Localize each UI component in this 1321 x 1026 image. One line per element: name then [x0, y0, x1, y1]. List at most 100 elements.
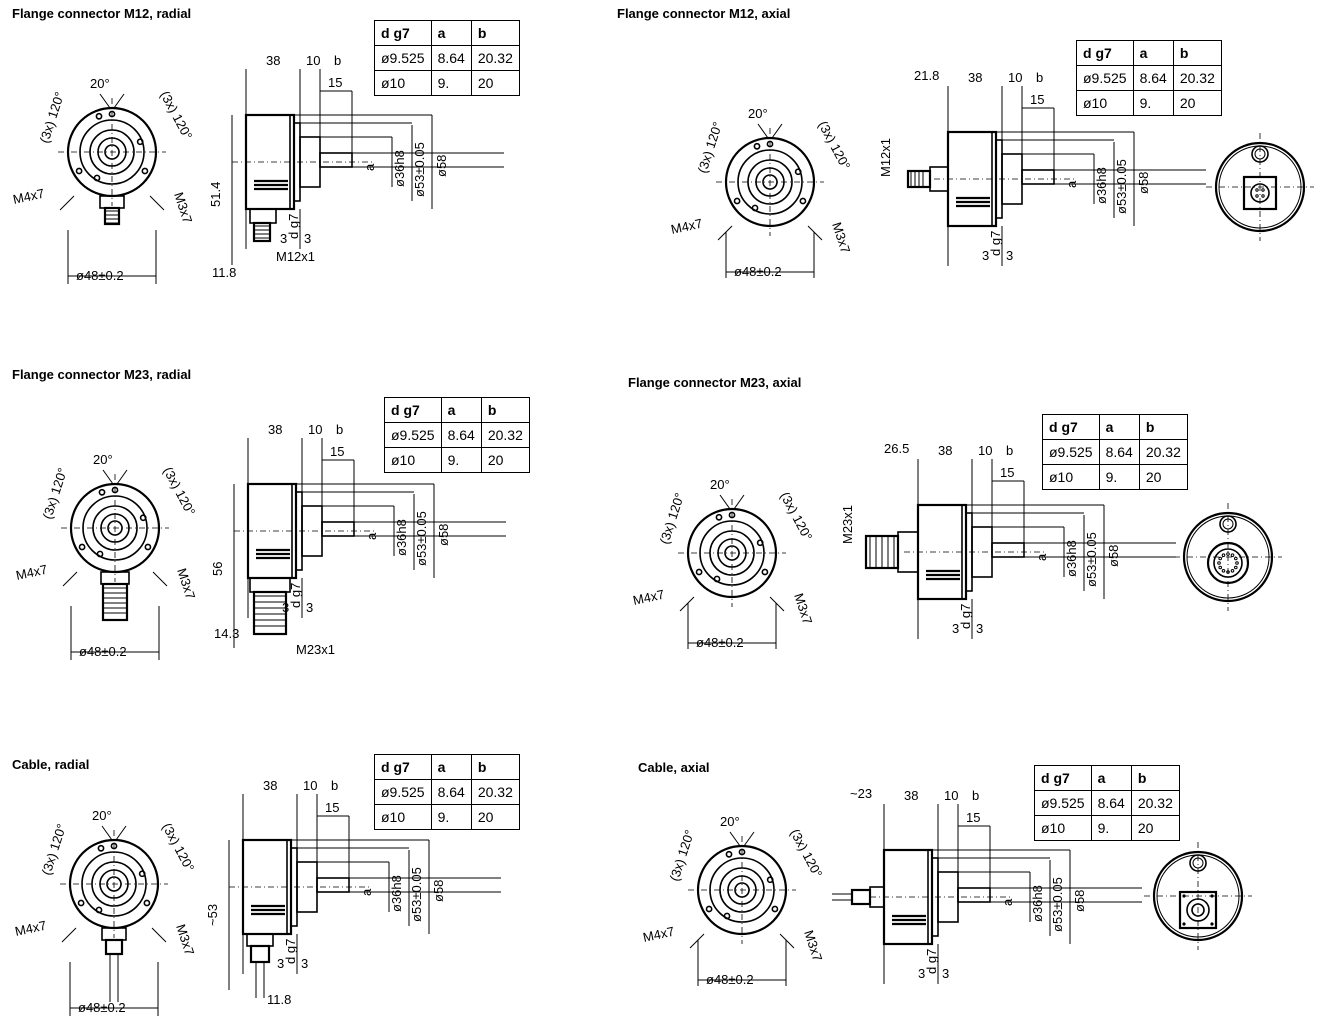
- dim-10: 10: [978, 443, 992, 458]
- bolt-hole: [95, 906, 103, 914]
- dim-s2: 3: [942, 966, 949, 981]
- bolt-hole: [78, 543, 86, 551]
- shaft: [991, 542, 1025, 558]
- dim-38: 38: [904, 788, 918, 803]
- table-cell: 20.32: [480, 422, 530, 448]
- table-header-cell: d g7: [1034, 765, 1092, 791]
- table-cell: 20.32: [1138, 439, 1188, 465]
- panel-title: Cable, axial: [638, 760, 710, 775]
- table-cell: ø9.525: [384, 422, 442, 448]
- table-header-cell: a: [430, 20, 472, 46]
- dim-a: a: [1000, 898, 1015, 906]
- bolt-hole: [144, 543, 152, 551]
- bolt-hole: [766, 140, 774, 148]
- table-header-cell: b: [470, 20, 520, 46]
- dim-dg7: d g7: [286, 214, 301, 239]
- dim-s1: 3: [918, 966, 925, 981]
- right-angle-label: (3x) 120°: [777, 489, 815, 543]
- dim-dg7: d g7: [924, 949, 939, 974]
- angle-label: 20°: [93, 452, 113, 467]
- dim-s2: 3: [1006, 248, 1013, 263]
- dim-height: M12x1: [878, 138, 893, 177]
- dim-dia53: ø53±0.05: [1084, 532, 1099, 587]
- dim-s2: 3: [306, 600, 313, 615]
- bolt-hole: [75, 167, 83, 175]
- table-header-cell: a: [1090, 765, 1132, 791]
- table-cell: ø10: [1076, 90, 1134, 116]
- dim-a: a: [1064, 180, 1079, 188]
- bolt-hole: [143, 899, 151, 907]
- dim-dia53: ø53±0.05: [414, 511, 429, 566]
- dim-dia53: ø53±0.05: [1114, 159, 1129, 214]
- table-cell: ø9.525: [374, 45, 432, 71]
- angle-label: 20°: [720, 814, 740, 829]
- dim-38: 38: [263, 778, 277, 793]
- dim-dia36: ø36h8: [1030, 885, 1045, 922]
- dim-dia36: ø36h8: [394, 519, 409, 556]
- dim-dg7: d g7: [988, 231, 1003, 256]
- panel-title: Flange connector M12, axial: [617, 6, 791, 21]
- right-angle-label: (3x) 120°: [787, 826, 825, 880]
- table-cell: 20.32: [470, 45, 520, 71]
- table-header-cell: b: [480, 397, 530, 423]
- dim-15: 15: [1030, 92, 1044, 107]
- table-cell: ø10: [1034, 815, 1092, 841]
- dim-b: b: [331, 778, 338, 793]
- bolt-hole: [141, 167, 149, 175]
- right-screw-label: M3x7: [791, 591, 815, 626]
- table-header-cell: d g7: [374, 754, 432, 780]
- dim-s1: 3: [982, 248, 989, 263]
- left-angle-label: (3x) 120°: [657, 491, 688, 546]
- angle-label: 20°: [92, 808, 112, 823]
- table-cell: 20: [1138, 464, 1188, 490]
- dim-dia36: ø36h8: [389, 875, 404, 912]
- panel-title: Cable, radial: [12, 757, 90, 772]
- left-angle-label: (3x) 120°: [37, 90, 68, 145]
- dim-s1: 3: [952, 621, 959, 636]
- table-header-cell: a: [1098, 414, 1140, 440]
- dim-38: 38: [266, 53, 280, 68]
- bolt-hole: [728, 511, 736, 519]
- dim-15: 15: [966, 810, 980, 825]
- table-header-cell: d g7: [384, 397, 442, 423]
- dim-s1: 3: [277, 956, 284, 971]
- bolt-hole: [111, 486, 119, 494]
- bolt-hole: [756, 539, 764, 547]
- back-view: [1144, 842, 1252, 950]
- bolt-hole: [753, 142, 761, 150]
- panel-title: Flange connector M12, radial: [12, 6, 192, 21]
- table-cell: 8.64: [430, 779, 472, 805]
- dim-38: 38: [268, 422, 282, 437]
- shaft: [1021, 169, 1055, 185]
- bottom-dia-label: ø48±0.2: [79, 644, 127, 659]
- conn-m23: [252, 590, 288, 636]
- dim-bottom: 11.8: [267, 992, 291, 1007]
- dim-10: 10: [308, 422, 322, 437]
- bolt-hole: [98, 488, 106, 496]
- table-cell: ø10: [374, 804, 432, 830]
- dim-10: 10: [944, 788, 958, 803]
- bolt-hole: [108, 110, 116, 118]
- dim-s1: 3: [280, 231, 287, 246]
- bolt-hole: [110, 842, 118, 850]
- table-header-cell: a: [440, 397, 482, 423]
- bolt-hole: [771, 905, 779, 913]
- dim-dia53: ø53±0.05: [409, 867, 424, 922]
- bottom-dia-label: ø48±0.2: [706, 972, 754, 987]
